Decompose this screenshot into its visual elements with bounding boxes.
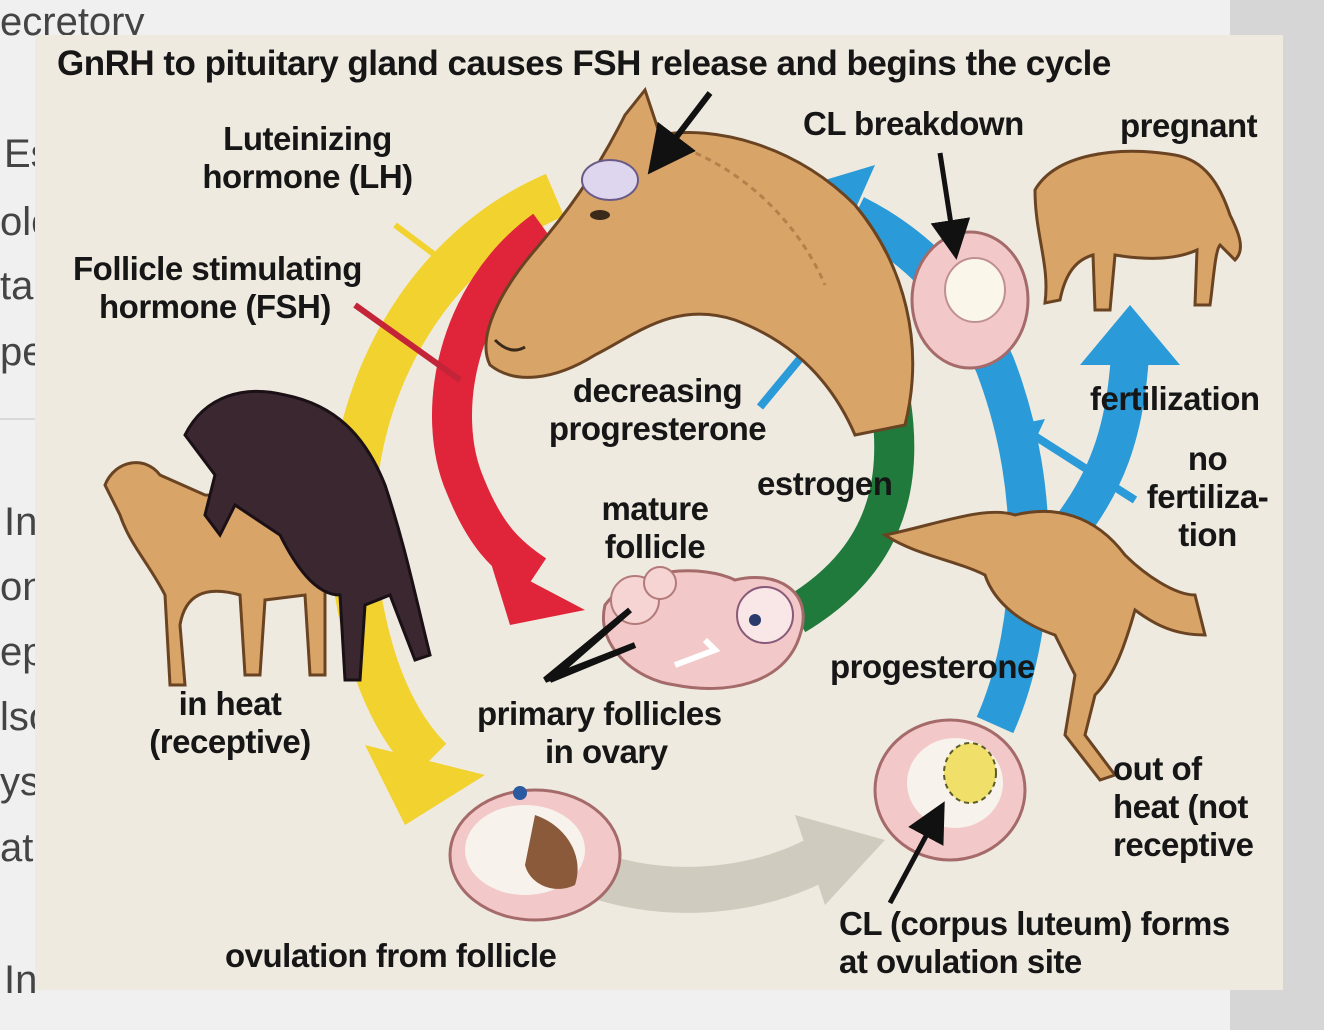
- ovulation-ovary: [448, 786, 622, 922]
- cl-breakdown-label: CL breakdown: [803, 105, 1024, 142]
- background-text: In: [4, 500, 38, 544]
- pointer-arrows: [353, 91, 971, 905]
- fertilization-label: fertilization: [1090, 380, 1260, 417]
- primary-follicles-line: primary follicles: [477, 695, 722, 732]
- cl-forming-ovary: [873, 718, 1027, 862]
- progesterone-label: progesterone: [830, 648, 1035, 685]
- cl-forms-label: CL (corpus luteum) forms at ovulation si…: [839, 905, 1230, 981]
- fsh-red-arrow: [432, 213, 585, 625]
- no-fertilization-line: fertiliza-: [1146, 478, 1269, 515]
- mature-follicle-line: follicle: [604, 528, 706, 565]
- in-heat-label: in heat (receptive): [135, 685, 325, 761]
- fsh-label-line: hormone (FSH): [99, 288, 331, 325]
- out-of-heat-label: out of heat (not receptive: [1113, 750, 1254, 864]
- out-of-heat-line: receptive: [1113, 826, 1254, 863]
- no-fertilization-label: no fertiliza- tion: [1125, 440, 1283, 554]
- decreasing-progesterone-line: progresterone: [548, 410, 767, 447]
- lh-label: Luteinizing hormone (LH): [185, 120, 430, 196]
- background-text: ys: [0, 760, 40, 804]
- primary-follicles-ovary: [602, 566, 805, 690]
- estrogen-label: estrogen: [757, 465, 893, 502]
- out-of-heat-horse-illustration: [881, 509, 1207, 782]
- primary-follicles-line: in ovary: [545, 733, 668, 770]
- pregnant-label: pregnant: [1120, 107, 1258, 144]
- background-text: In: [4, 958, 38, 1002]
- ovulation-label: ovulation from follicle: [225, 937, 557, 974]
- cl-breakdown-ovary: [910, 230, 1030, 370]
- out-of-heat-line: out of: [1113, 750, 1202, 787]
- no-fertilization-line: tion: [1178, 516, 1237, 553]
- decreasing-progesterone-line: decreasing: [572, 372, 743, 409]
- horse-head-illustration: [484, 86, 915, 437]
- gray-arrow: [572, 815, 885, 913]
- pregnant-horse-illustration: [1033, 149, 1242, 312]
- out-of-heat-line: heat (not: [1113, 788, 1248, 825]
- fsh-label-line: Follicle stimulating: [73, 250, 362, 287]
- in-heat-line: in heat: [178, 685, 282, 722]
- estrous-cycle-diagram: GnRH to pituitary gland causes FSH relea…: [35, 35, 1283, 990]
- primary-follicles-label: primary follicles in ovary: [477, 695, 722, 771]
- mature-follicle-line: mature: [601, 490, 709, 527]
- diagram-artwork: [103, 86, 1242, 922]
- diagram-title: GnRH to pituitary gland causes FSH relea…: [57, 44, 1111, 83]
- mating-horses-illustration: [103, 389, 432, 687]
- mature-follicle-label: mature follicle: [575, 490, 735, 566]
- no-fertilization-line: no: [1187, 440, 1228, 477]
- lh-label-line: Luteinizing: [223, 120, 392, 157]
- cl-forms-line: at ovulation site: [839, 943, 1082, 980]
- in-heat-line: (receptive): [149, 723, 311, 760]
- lh-label-line: hormone (LH): [202, 158, 413, 195]
- fsh-label: Follicle stimulating hormone (FSH): [73, 250, 362, 326]
- decreasing-progesterone-label: decreasing progresterone: [530, 372, 785, 448]
- cl-forms-line: CL (corpus luteum) forms: [839, 905, 1230, 942]
- background-text: at: [0, 826, 34, 870]
